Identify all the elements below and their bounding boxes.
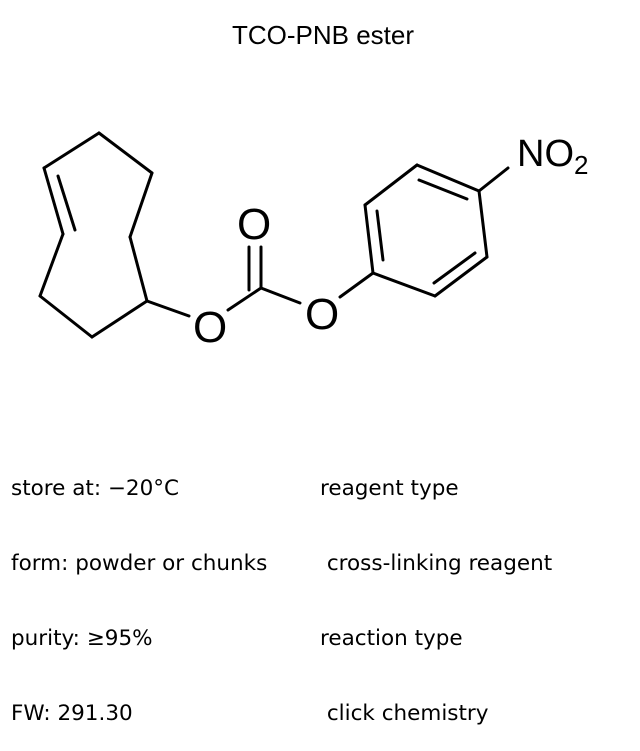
nitro-label: NO — [517, 133, 574, 175]
nitro-subscript: 2 — [574, 150, 588, 180]
storage-temperature: store at: −20°C — [11, 476, 180, 501]
reagent-type-label: reagent type — [320, 476, 459, 501]
nitro-group-label: NO2 — [517, 133, 588, 180]
properties-right: reagent type cross-linking reagent react… — [320, 426, 552, 751]
ester-oxygen-left: O — [193, 303, 227, 352]
reagent-type-value: cross-linking reagent — [320, 551, 553, 576]
physical-form: form: powder or chunks — [11, 551, 268, 576]
purity: purity: ≥95% — [11, 626, 153, 651]
cyclooctene-ring — [38, 131, 154, 339]
reaction-type-label: reaction type — [320, 626, 463, 651]
ester-oxygen-right: O — [305, 290, 339, 339]
compound-title: TCO-PNB ester — [231, 20, 415, 50]
formula-weight: FW: 291.30 — [11, 701, 133, 726]
chemical-structure: O O O NO2 — [38, 131, 588, 352]
nitrophenyl-ring: NO2 — [363, 133, 588, 298]
carbonate-group: O O O — [145, 200, 375, 352]
carbonyl-oxygen: O — [237, 200, 271, 249]
properties-left: store at: −20°C form: powder or chunks p… — [11, 426, 267, 751]
reaction-type-value: click chemistry — [320, 701, 489, 726]
